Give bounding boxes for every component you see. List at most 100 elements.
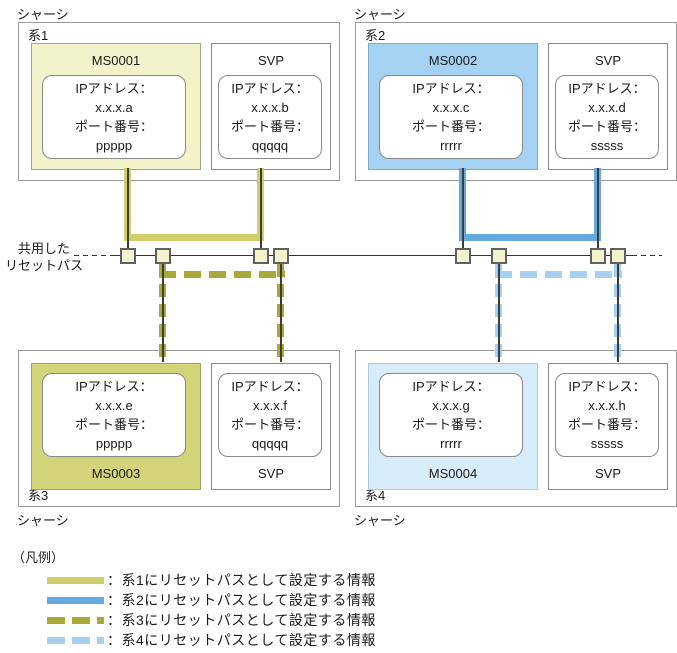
svp3-connector-line [280,264,282,362]
ip-address-label: IPアドレス： [568,379,646,394]
chassis-box-system2: 系2 MS0002 IPアドレス： x.x.x.c ポート番号： rrrrr S… [355,22,677,181]
legend-row-sys1: ：系1にリセットパスとして設定する情報 [47,570,376,590]
port-number-value: rrrrr [440,138,462,153]
legend-row-sys4: ：系4にリセットパスとして設定する情報 [47,630,376,650]
reset-path-dash-right [632,255,662,256]
ms0004-info-box: IPアドレス： x.x.x.g ポート番号： rrrrr [379,373,523,457]
port-number-value: rrrrr [440,436,462,451]
ms0002-connector-line [462,168,464,248]
port-number-label: ポート番号： [411,417,490,432]
reset-path-line [110,255,632,256]
chassis-box-system3: 系3 IPアドレス： x.x.x.e ポート番号： ppppp MS0003 I… [18,350,340,507]
svp1-info-box: IPアドレス： x.x.x.b ポート番号： qqqqq [218,75,322,159]
legend-swatch-sys1-solid [47,576,104,584]
ip-address-label: IPアドレス： [412,81,490,96]
svp2-name: SVP [594,53,621,68]
system2-label: 系2 [365,28,386,43]
legend-label-sys3: ：系3にリセットパスとして設定する情報 [107,612,376,628]
shared-reset-path-label-line1: 共用した [17,241,70,256]
ip-address-label: IPアドレス： [568,81,646,96]
port-number-value: sssss [590,436,624,451]
chassis-label-bottom-right: シャーシ [354,513,406,528]
svp4-name: SVP [594,466,621,481]
port-number-label: ポート番号： [567,119,646,134]
connector-square [455,248,471,264]
sys1-path-band-bar [124,234,264,241]
svp3-info-box: IPアドレス： x.x.x.f ポート番号： qqqqq [218,373,322,457]
legend-row-sys2: ：系2にリセットパスとして設定する情報 [47,590,376,610]
svp1-connector-line [260,168,262,248]
ms0001-unit: MS0001 IPアドレス： x.x.x.a ポート番号： ppppp [31,43,201,170]
ip-address-label: IPアドレス： [75,81,153,96]
shared-reset-path-label-line2: リセットパス [4,258,83,273]
svp4-connector-line [617,264,619,362]
ms0003-unit: IPアドレス： x.x.x.e ポート番号： ppppp MS0003 [31,363,201,490]
chassis-label-bottom-left: シャーシ [17,513,69,528]
ip-address-label: IPアドレス： [75,379,153,394]
connector-square [491,248,507,264]
port-number-label: ポート番号： [567,417,646,432]
chassis-box-system4: 系4 IPアドレス： x.x.x.g ポート番号： rrrrr MS0004 I… [355,350,677,507]
ip-address-label: IPアドレス： [231,379,309,394]
sys2-path-band-bar [459,234,601,241]
ip-address-label: IPアドレス： [412,379,490,394]
ms0002-info-box: IPアドレス： x.x.x.c ポート番号： rrrrr [379,75,523,159]
ms0001-name: MS0001 [91,53,141,68]
ms0003-name: MS0003 [91,466,141,481]
system1-label: 系1 [28,28,49,43]
chassis-box-system1: 系1 MS0001 IPアドレス： x.x.x.a ポート番号： ppppp S… [18,22,340,181]
system3-label: 系3 [28,488,49,503]
ms0004-connector-line [498,264,500,362]
svp3-unit: IPアドレス： x.x.x.f ポート番号： qqqqq SVP [211,363,331,490]
port-number-value: qqqqq [251,138,289,153]
port-number-label: ポート番号： [74,417,153,432]
svp2-info-box: IPアドレス： x.x.x.d ポート番号： sssss [555,75,659,159]
ms0001-connector-line [127,168,129,248]
legend-swatch-sys4-dashed [47,636,104,644]
ms0004-unit: IPアドレス： x.x.x.g ポート番号： rrrrr MS0004 [368,363,538,490]
ip-address-value: x.x.x.a [95,100,133,115]
chassis-label-top-left: シャーシ [17,7,69,22]
shared-reset-path-label: 共用した リセットパス [1,240,87,274]
ip-address-value: x.x.x.b [251,100,289,115]
system4-label: 系4 [365,488,386,503]
ip-address-value: x.x.x.c [432,100,470,115]
svp1-unit: SVP IPアドレス： x.x.x.b ポート番号： qqqqq [211,43,331,170]
ms0004-name: MS0004 [428,466,478,481]
legend-swatch-sys2-solid [47,596,104,604]
svp3-name: SVP [257,466,284,481]
port-number-value: ppppp [95,138,133,153]
ms0001-info-box: IPアドレス： x.x.x.a ポート番号： ppppp [42,75,186,159]
connector-square [155,248,171,264]
ip-address-value: x.x.x.g [432,398,470,413]
connector-square [253,248,269,264]
legend-row-sys3: ：系3にリセットパスとして設定する情報 [47,610,376,630]
legend-swatch-sys3-dashed [47,616,104,624]
legend-label-sys1: ：系1にリセットパスとして設定する情報 [107,572,376,588]
connector-square [610,248,626,264]
connector-square [590,248,606,264]
connector-square [273,248,289,264]
port-number-value: sssss [590,138,624,153]
ip-address-value: x.x.x.h [588,398,626,413]
svp2-connector-line [597,168,599,248]
svp4-info-box: IPアドレス： x.x.x.h ポート番号： sssss [555,373,659,457]
ip-address-value: x.x.x.d [588,100,626,115]
port-number-label: ポート番号： [230,119,309,134]
ms0003-info-box: IPアドレス： x.x.x.e ポート番号： ppppp [42,373,186,457]
sys4-path-band-bar [495,271,622,278]
reset-path-dash-left [74,255,112,256]
ip-address-label: IPアドレス： [231,81,309,96]
sys3-path-band-bar [159,271,285,278]
connector-square [120,248,136,264]
svp1-name: SVP [257,53,284,68]
svp4-unit: IPアドレス： x.x.x.h ポート番号： sssss SVP [548,363,668,490]
port-number-label: ポート番号： [74,119,153,134]
ms0002-name: MS0002 [428,53,478,68]
ms0002-unit: MS0002 IPアドレス： x.x.x.c ポート番号： rrrrr [368,43,538,170]
svp2-unit: SVP IPアドレス： x.x.x.d ポート番号： sssss [548,43,668,170]
legend-title: （凡例） [12,550,65,565]
port-number-value: qqqqq [251,436,289,451]
chassis-label-top-right: シャーシ [354,7,406,22]
